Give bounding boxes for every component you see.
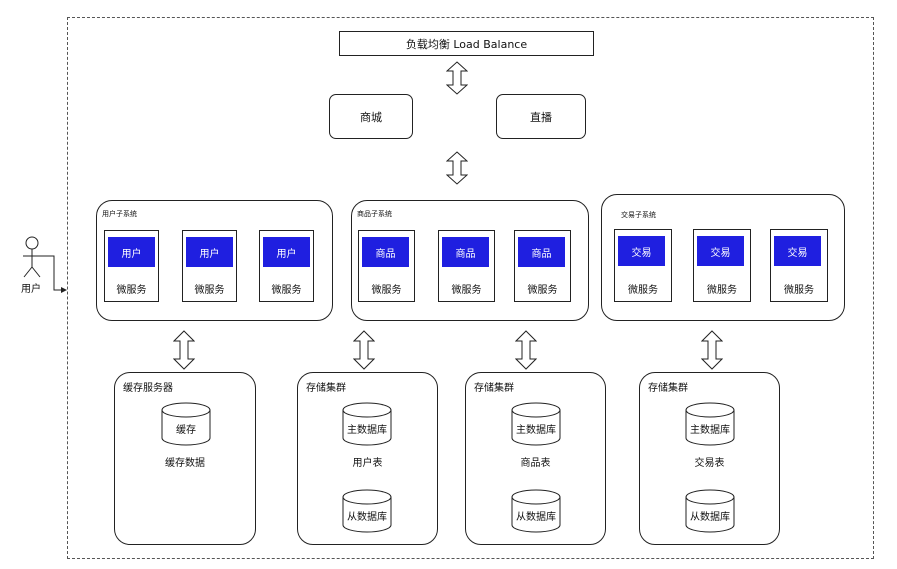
- master-db: 主数据库: [685, 402, 735, 446]
- service-label: 微服务: [784, 285, 814, 296]
- master-db-label: 主数据库: [347, 425, 387, 436]
- portal-mall: 商城: [329, 94, 413, 139]
- product-service-3: 商品 微服务: [514, 230, 571, 302]
- double-arrow-icon: [515, 330, 537, 370]
- service-badge: 交易: [774, 236, 821, 266]
- storage-cluster-user: 存储集群 主数据库 用户表 从数据库: [297, 372, 438, 545]
- load-balance-label: 负载均衡 Load Balance: [405, 37, 528, 51]
- trade-service-3: 交易 微服务: [770, 229, 828, 302]
- service-badge: 商品: [518, 237, 565, 267]
- service-badge: 商品: [362, 237, 409, 267]
- slave-db: 从数据库: [342, 489, 392, 533]
- table-caption: 商品表: [520, 458, 551, 469]
- cache-server: 缓存服务器 缓存 缓存数据: [114, 372, 256, 545]
- load-balance-box: 负载均衡 Load Balance: [339, 31, 594, 56]
- system-boundary: [67, 17, 874, 559]
- master-db-label: 主数据库: [516, 425, 556, 436]
- service-label: 微服务: [451, 285, 482, 296]
- trade-subsystem-label: 交易子系统: [621, 211, 656, 219]
- master-db: 主数据库: [511, 402, 561, 446]
- service-badge: 交易: [618, 236, 665, 266]
- user-subsystem-label: 用户子系统: [102, 210, 137, 218]
- service-badge: 商品: [442, 237, 489, 267]
- master-db-label: 主数据库: [690, 425, 730, 436]
- database-cylinder-icon: [685, 402, 735, 446]
- service-label: 微服务: [371, 285, 402, 296]
- product-service-1: 商品 微服务: [358, 230, 415, 302]
- slave-db: 从数据库: [685, 489, 735, 533]
- double-arrow-icon: [446, 61, 468, 95]
- double-arrow-icon: [446, 151, 468, 185]
- table-caption: 用户表: [352, 458, 383, 469]
- database-cylinder-icon: [685, 489, 735, 533]
- storage-cluster-label: 存储集群: [474, 383, 514, 394]
- database-cylinder-icon: [511, 489, 561, 533]
- service-badge: 用户: [263, 237, 310, 267]
- cache-caption: 缓存数据: [165, 458, 205, 469]
- service-badge: 交易: [697, 236, 744, 266]
- storage-cluster-label: 存储集群: [306, 383, 346, 394]
- actor-stick-figure-icon: [23, 236, 67, 293]
- slave-db-label: 从数据库: [347, 512, 387, 523]
- storage-cluster-trade: 存储集群 主数据库 交易表 从数据库: [639, 372, 780, 545]
- cache-db-label: 缓存: [176, 425, 196, 436]
- database-cylinder-icon: [161, 402, 211, 446]
- portal-mall-label: 商城: [360, 110, 382, 124]
- double-arrow-icon: [701, 330, 723, 370]
- trade-service-1: 交易 微服务: [614, 229, 672, 302]
- service-label: 微服务: [527, 285, 558, 296]
- service-label: 微服务: [116, 285, 147, 296]
- table-caption: 交易表: [694, 458, 725, 469]
- database-cylinder-icon: [342, 489, 392, 533]
- cache-server-label: 缓存服务器: [123, 383, 173, 394]
- product-subsystem-label: 商品子系统: [357, 210, 392, 218]
- service-label: 微服务: [271, 285, 302, 296]
- trade-service-2: 交易 微服务: [693, 229, 751, 302]
- master-db: 主数据库: [342, 402, 392, 446]
- storage-cluster-label: 存储集群: [648, 383, 688, 394]
- user-service-2: 用户 微服务: [182, 230, 237, 302]
- slave-db: 从数据库: [511, 489, 561, 533]
- service-label: 微服务: [628, 285, 658, 296]
- cache-db: 缓存: [161, 402, 211, 446]
- user-service-1: 用户 微服务: [104, 230, 159, 302]
- product-service-2: 商品 微服务: [438, 230, 495, 302]
- slave-db-label: 从数据库: [516, 512, 556, 523]
- user-service-3: 用户 微服务: [259, 230, 314, 302]
- double-arrow-icon: [173, 330, 195, 370]
- portal-live-label: 直播: [530, 110, 552, 124]
- portal-live: 直播: [496, 94, 586, 139]
- storage-cluster-product: 存储集群 主数据库 商品表 从数据库: [465, 372, 606, 545]
- slave-db-label: 从数据库: [690, 512, 730, 523]
- actor-label: 用户: [21, 284, 41, 295]
- service-label: 微服务: [707, 285, 737, 296]
- double-arrow-icon: [353, 330, 375, 370]
- service-badge: 用户: [186, 237, 233, 267]
- database-cylinder-icon: [342, 402, 392, 446]
- service-badge: 用户: [108, 237, 155, 267]
- service-label: 微服务: [194, 285, 225, 296]
- database-cylinder-icon: [511, 402, 561, 446]
